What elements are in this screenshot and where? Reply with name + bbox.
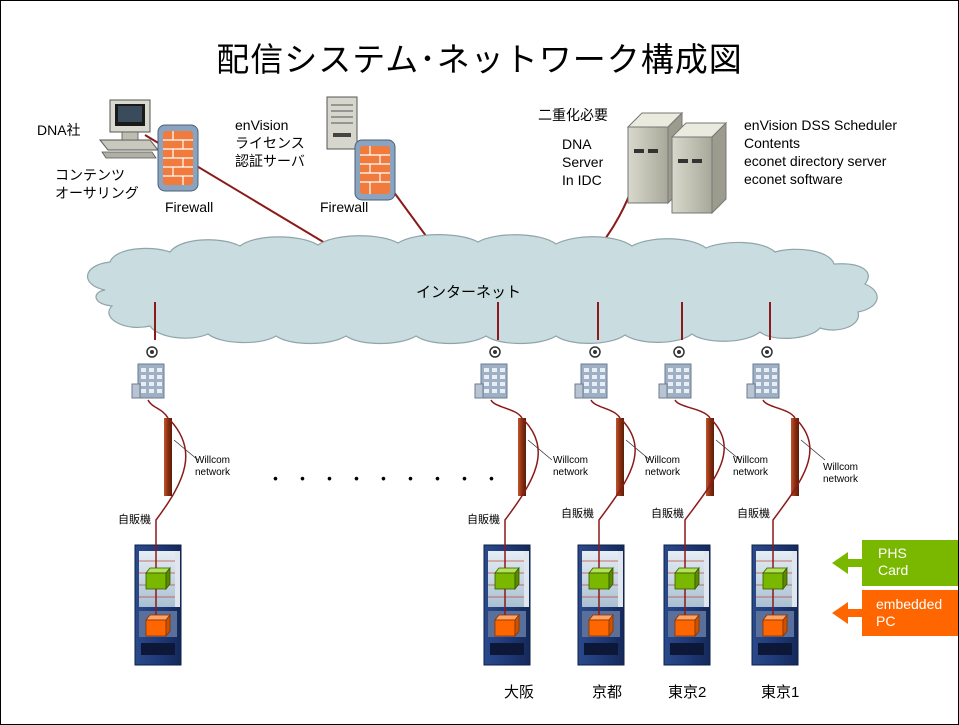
workstation-icon bbox=[98, 99, 160, 159]
vending-machine-icon bbox=[134, 544, 182, 666]
embedded-pc-module bbox=[145, 613, 171, 638]
authoring-line1: コンテンツ bbox=[55, 167, 125, 183]
page-title: 配信システム･ネットワーク構成図 bbox=[216, 40, 743, 79]
legend-phs-box bbox=[862, 540, 958, 586]
dna-server-icon bbox=[626, 111, 728, 215]
vending-machine-icon bbox=[663, 544, 711, 666]
internet-label: インターネット bbox=[416, 284, 522, 301]
vending-label: 自販機 bbox=[467, 514, 500, 526]
base-station-icon bbox=[746, 346, 780, 399]
phs-card-module bbox=[762, 566, 788, 591]
legend-phs-arrow bbox=[832, 540, 958, 586]
antenna-pole bbox=[164, 418, 172, 496]
license-line2: ライセンス bbox=[235, 135, 305, 151]
location-label: 東京2 bbox=[668, 684, 707, 701]
base-station-icon bbox=[474, 346, 508, 399]
site bbox=[574, 302, 651, 666]
phs-card-module bbox=[674, 566, 700, 591]
site bbox=[658, 302, 741, 666]
base-station-icon bbox=[574, 346, 608, 399]
dna-server-note: 二重化必要 bbox=[538, 107, 608, 123]
site bbox=[474, 302, 553, 666]
firewall-icon bbox=[354, 139, 396, 201]
vending-label: 自販機 bbox=[737, 508, 770, 520]
license-line1: enVision bbox=[235, 117, 289, 133]
antenna-pole bbox=[518, 418, 526, 496]
license-server-icon bbox=[326, 96, 358, 150]
embedded-pc-module bbox=[674, 613, 700, 638]
authoring-line2: オーサリング bbox=[55, 185, 139, 201]
link-antenna-machine bbox=[504, 419, 539, 572]
dna-server-line1: DNA bbox=[562, 136, 592, 152]
service-item: Contents bbox=[744, 135, 801, 151]
sites bbox=[131, 302, 826, 666]
base-station-icon bbox=[658, 346, 692, 399]
location-label: 東京1 bbox=[761, 684, 800, 701]
location-label: 京都 bbox=[592, 684, 623, 701]
embedded-pc-module bbox=[762, 613, 788, 638]
dna-server-line3: In IDC bbox=[562, 172, 602, 188]
embedded-pc-module bbox=[494, 613, 520, 638]
phs-card-module bbox=[145, 566, 171, 591]
site bbox=[746, 302, 826, 666]
link-antenna-machine bbox=[772, 419, 811, 572]
antenna-pole bbox=[706, 418, 714, 496]
service-item: econet software bbox=[744, 171, 843, 187]
vending-machine-icon bbox=[483, 544, 531, 666]
legend-pc-box bbox=[862, 590, 958, 636]
vending-machine-icon bbox=[751, 544, 799, 666]
phs-card-module bbox=[588, 566, 614, 591]
vending-label: 自販機 bbox=[561, 508, 594, 520]
base-station-icon bbox=[131, 346, 165, 399]
firewall-label: Firewall bbox=[165, 199, 214, 215]
authoring-company-label: DNA社 bbox=[37, 122, 81, 138]
location-label: 大阪 bbox=[504, 684, 535, 701]
service-item: enVision DSS Scheduler bbox=[744, 117, 898, 133]
link-antenna-machine bbox=[598, 419, 636, 572]
cloud-shape bbox=[86, 234, 878, 345]
firewall-icon bbox=[157, 124, 199, 192]
firewall-label: Firewall bbox=[320, 199, 369, 215]
license-line3: 認証サーバ bbox=[235, 153, 305, 169]
site bbox=[131, 302, 199, 666]
ellipsis: ･････････ bbox=[270, 468, 514, 493]
link-antenna-machine bbox=[684, 419, 725, 572]
phs-card-module bbox=[494, 566, 520, 591]
legend-pc-arrow bbox=[832, 590, 958, 636]
link-antenna-machine bbox=[155, 419, 187, 572]
antenna-pole bbox=[616, 418, 624, 496]
service-item: econet directory server bbox=[744, 153, 887, 169]
vending-label: 自販機 bbox=[651, 508, 684, 520]
dna-server-line2: Server bbox=[562, 154, 604, 170]
embedded-pc-module bbox=[588, 613, 614, 638]
vending-machine-icon bbox=[577, 544, 625, 666]
antenna-pole bbox=[791, 418, 799, 496]
internet-cloud bbox=[86, 234, 878, 345]
vending-label: 自販機 bbox=[118, 514, 151, 526]
